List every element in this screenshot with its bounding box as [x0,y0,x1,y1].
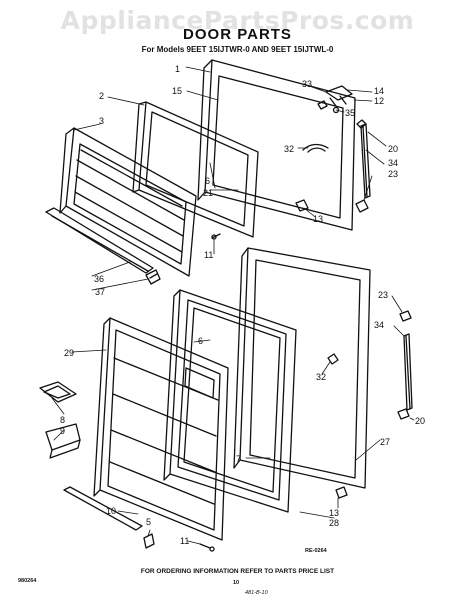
bin-9 [45,423,81,459]
callout-36: 36 [94,274,104,284]
handwritten-note: 481-B-10 [245,590,268,596]
callout-37: 37 [95,287,105,297]
callout-32-upper: 32 [284,144,294,154]
fresh-food-inner-liner [93,317,229,541]
callout-28: 28 [329,518,339,528]
fastener-23-upper [355,199,369,213]
watermark: AppliancePartsPros.com [60,6,415,35]
freezer-door-outer-panel [197,59,356,231]
callout-20-upper: 20 [388,144,398,154]
callout-23-upper: 23 [388,169,398,179]
callout-3: 3 [99,116,104,126]
callout-27: 27 [380,437,390,447]
callout-6-upper: 6 [205,176,210,186]
callout-32-lower: 32 [316,372,326,382]
callout-6-lower: 6 [198,336,203,346]
callout-10: 10 [106,506,116,516]
freezer-inner-liner [59,127,197,277]
diagram-code: RE-0264 [305,548,327,554]
fresh-food-liner-frame [163,289,297,513]
callout-21: 21 [203,188,213,198]
callout-11-upper: 11 [204,250,213,260]
hinge-pin-5 [143,533,155,549]
fastener-20-lower [397,408,410,420]
callout-7: 7 [236,454,241,464]
callout-33: 33 [302,79,312,89]
callout-9: 9 [60,426,65,436]
callout-12: 12 [374,96,384,106]
callout-1: 1 [175,64,180,74]
callout-11-lower: 11 [180,536,189,546]
freezer-liner-frame [132,101,259,238]
page-title: DOOR PARTS [183,26,292,43]
fastener-13-lower [335,486,348,499]
left-code: 980264 [18,578,37,584]
callout-8: 8 [60,415,65,425]
page-number: 10 [233,580,240,586]
ordering-note: FOR ORDERING INFORMATION REFER TO PARTS … [140,568,335,575]
callout-15: 15 [172,86,182,96]
clip-part-32-upper [302,143,329,153]
fastener-13-upper [295,199,309,212]
clip-part-32-lower [327,353,339,365]
models-subtitle: For Models 9EET 15IJTWR-0 AND 9EET 15IJT… [141,45,334,54]
fresh-food-door-outer-panel [233,247,371,489]
gasket-strip-34-upper [356,119,371,199]
fastener-23-lower [399,310,412,322]
shelf-bar-10 [63,486,143,531]
callout-23-lower: 23 [378,290,388,300]
callout-35: 35 [345,108,355,118]
callout-5: 5 [146,517,151,527]
callout-20-lower: 20 [415,416,425,426]
callout-34-lower: 34 [374,320,384,330]
callout-34-upper: 34 [388,158,398,168]
clip-part-37 [145,269,161,285]
leader-lines [51,66,415,545]
screw-11-upper [211,233,221,240]
callout-labels: 1 2 3 15 33 14 12 35 32 20 34 23 6 21 13… [60,64,425,546]
retainer-strip-36 [45,207,154,274]
callout-29: 29 [64,348,74,358]
callout-2: 2 [99,91,104,101]
callout-13-upper: 13 [313,214,323,224]
callout-13-lower: 13 [329,508,339,518]
hinge-bracket-assembly [317,85,353,114]
callout-14: 14 [374,86,384,96]
screw-11-lower [199,543,215,552]
egg-bin-8 [39,381,77,403]
gasket-strip-34-lower [403,333,413,411]
